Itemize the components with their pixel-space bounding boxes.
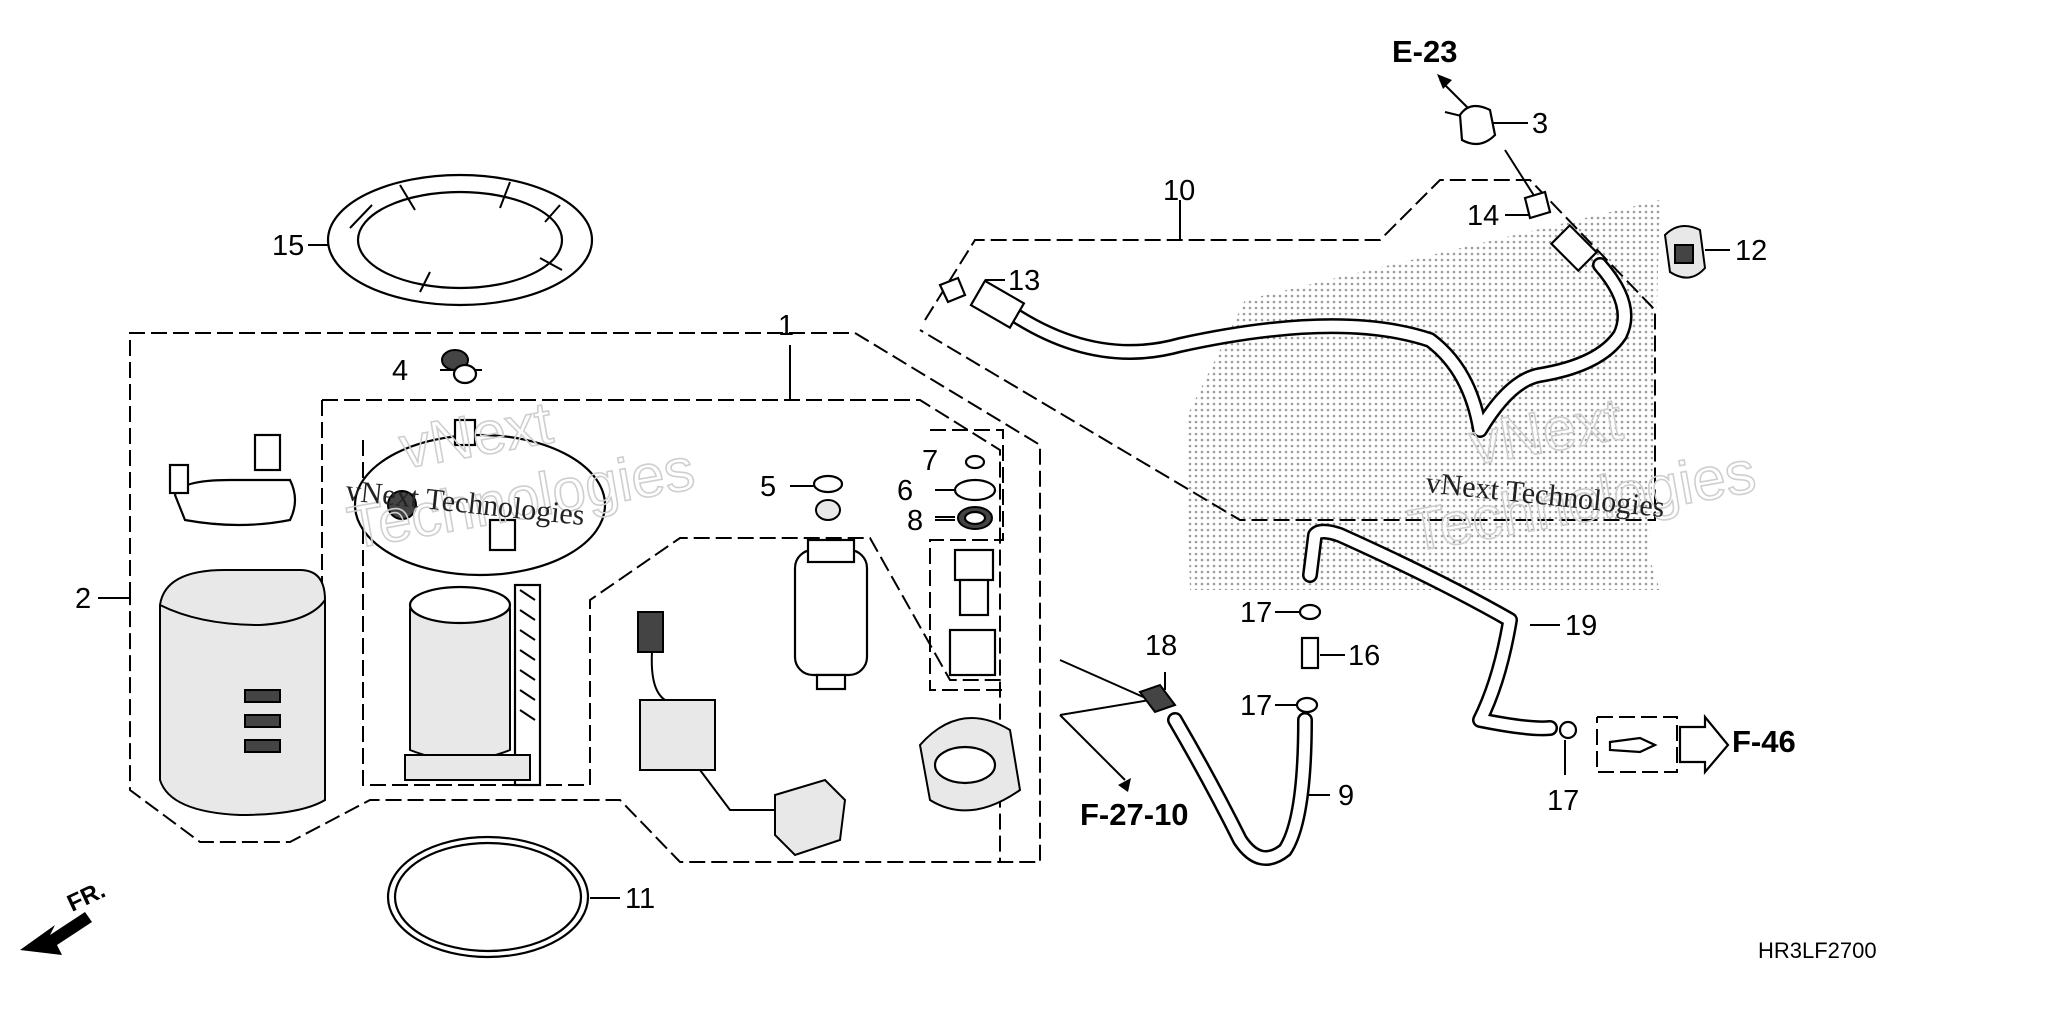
callout-17-right: 17 bbox=[1547, 785, 1579, 817]
callout-9: 9 bbox=[1338, 780, 1354, 812]
hose-clips bbox=[938, 104, 1552, 304]
ref-e23: E-23 bbox=[1392, 34, 1457, 69]
leader-lines bbox=[98, 111, 1730, 899]
filter-housing bbox=[918, 717, 1022, 812]
feed-hose bbox=[969, 223, 1633, 438]
level-sender bbox=[637, 611, 847, 857]
callout-13: 13 bbox=[1008, 265, 1040, 297]
callout-11: 11 bbox=[625, 883, 655, 915]
group-outline-10 bbox=[919, 179, 1656, 521]
fuel-pump-module bbox=[353, 418, 607, 787]
reservoir-cup bbox=[159, 433, 326, 817]
callout-4: 4 bbox=[392, 355, 408, 387]
callout-17-upper: 17 bbox=[1240, 597, 1272, 629]
rubber-mount bbox=[1663, 225, 1707, 279]
callout-15: 15 bbox=[272, 230, 304, 262]
ref-f46: F-46 bbox=[1732, 724, 1796, 759]
o-ring bbox=[386, 835, 590, 959]
vent-hose bbox=[1302, 523, 1558, 737]
callout-2: 2 bbox=[75, 583, 91, 615]
callout-5: 5 bbox=[760, 471, 776, 503]
fittings bbox=[1138, 603, 1658, 754]
group-outline-inner bbox=[362, 429, 1005, 786]
callout-7: 7 bbox=[922, 445, 938, 477]
section-refs: E-23 F-27-10 F-46 bbox=[1080, 34, 1796, 832]
callout-19: 19 bbox=[1565, 610, 1597, 642]
pressure-regulator bbox=[948, 548, 997, 677]
callout-16: 16 bbox=[1348, 640, 1380, 672]
pump-motor bbox=[793, 538, 869, 691]
callout-6: 6 bbox=[897, 475, 913, 507]
callout-labels: 1 2 3 4 5 6 7 8 9 10 11 12 13 14 15 16 1… bbox=[75, 108, 1767, 915]
callout-8: 8 bbox=[907, 505, 923, 537]
callout-18: 18 bbox=[1145, 630, 1177, 662]
callout-10: 10 bbox=[1163, 175, 1195, 207]
grommet bbox=[441, 349, 478, 385]
callout-12: 12 bbox=[1735, 235, 1767, 267]
diagram-code: HR3LF2700 bbox=[1758, 938, 1877, 963]
ref-f27-10: F-27-10 bbox=[1080, 797, 1189, 832]
seal-5 bbox=[812, 474, 844, 521]
callout-3: 3 bbox=[1532, 108, 1548, 140]
callout-1: 1 bbox=[778, 310, 794, 342]
reference-arrows bbox=[1118, 74, 1730, 792]
group-outline-f46 bbox=[1596, 716, 1678, 773]
rings-6-7-8 bbox=[953, 454, 997, 530]
callout-17-lower: 17 bbox=[1240, 690, 1272, 722]
shaded-region bbox=[1185, 200, 1660, 590]
callout-14: 14 bbox=[1467, 200, 1499, 232]
group-outline-2 bbox=[129, 332, 1041, 863]
front-arrow bbox=[20, 912, 92, 955]
drain-hose bbox=[1167, 712, 1313, 866]
lock-ring bbox=[326, 173, 594, 307]
front-label: FR. bbox=[63, 877, 109, 918]
